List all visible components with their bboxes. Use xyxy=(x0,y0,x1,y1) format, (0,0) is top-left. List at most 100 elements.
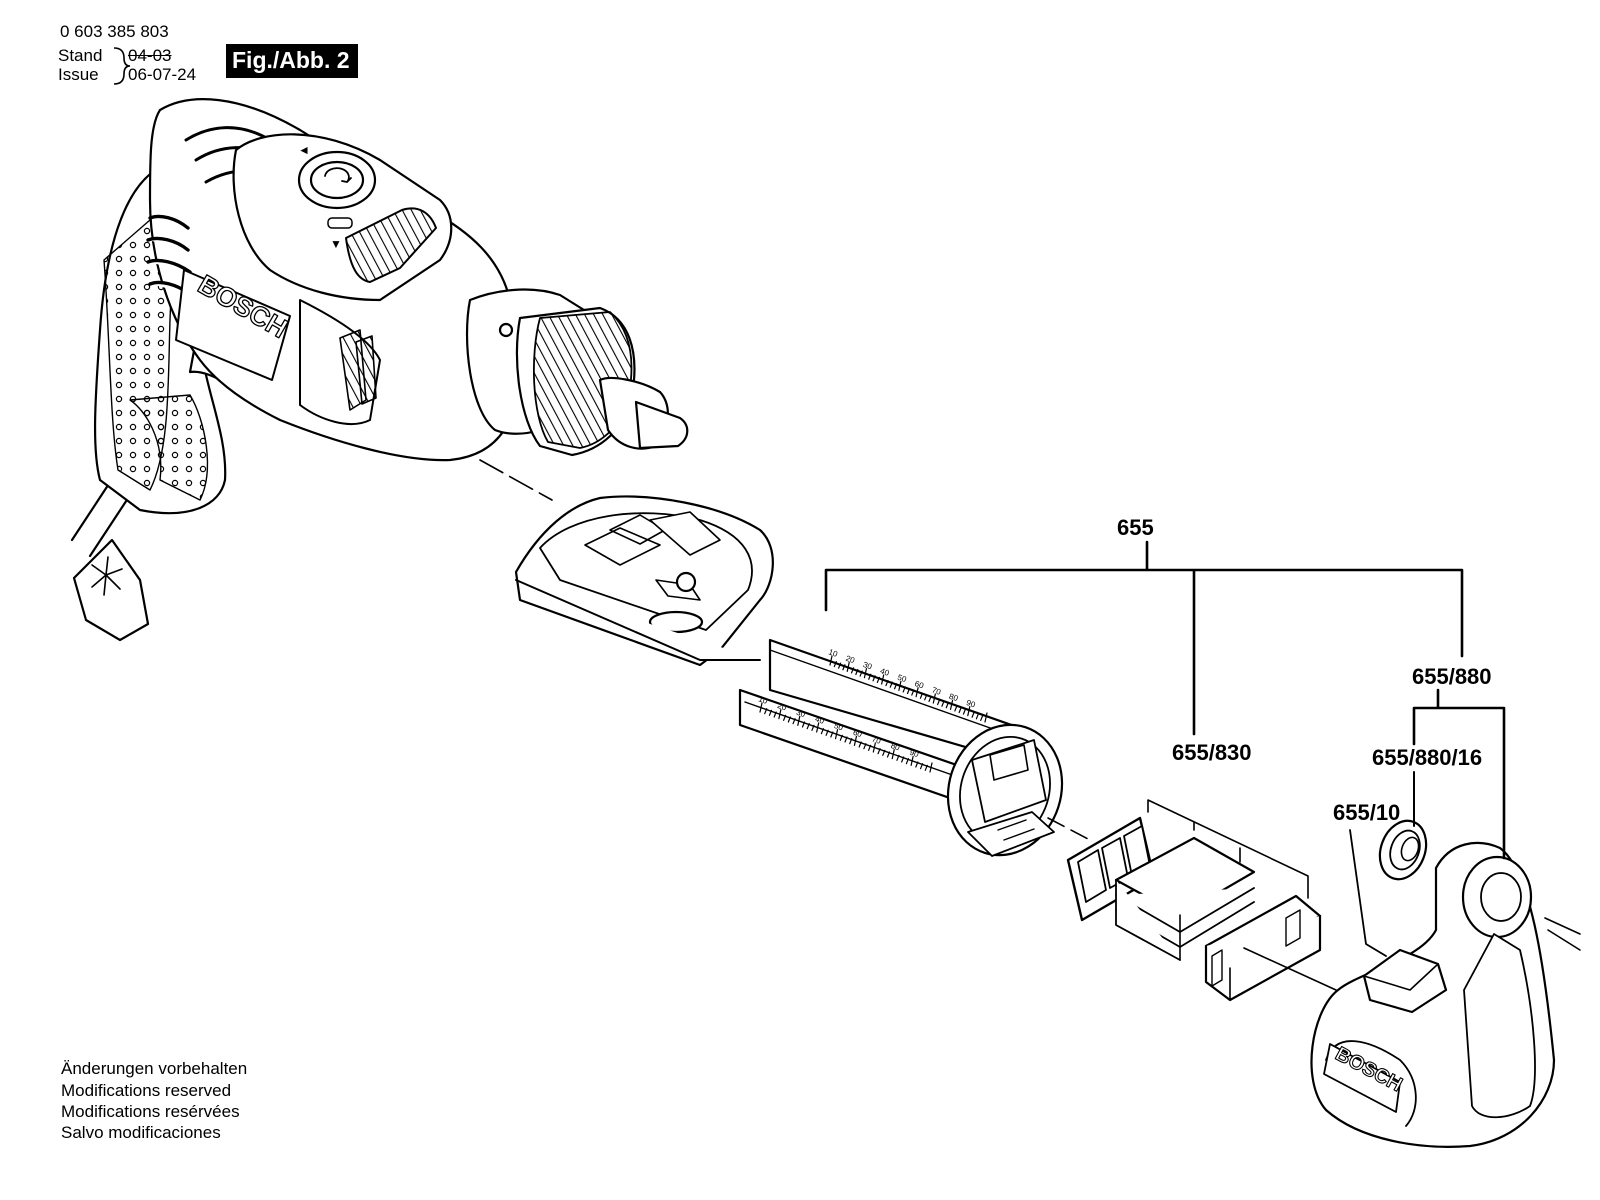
scale-tick xyxy=(902,686,906,693)
scale-tick xyxy=(768,709,773,716)
scale-tick xyxy=(915,687,919,698)
scale-tick xyxy=(801,721,806,728)
scale-tick xyxy=(829,655,833,666)
scale-tick xyxy=(759,702,763,713)
scale-tick xyxy=(833,660,837,668)
scale-tick-label: 40 xyxy=(814,714,826,726)
scale-tick-label: 40 xyxy=(879,666,891,678)
callout-655: 655 xyxy=(1117,515,1154,540)
callout-655-880-16: 655/880/16 xyxy=(1372,745,1483,770)
scale-tick xyxy=(863,668,868,679)
figure-label: Fig./Abb. 2 xyxy=(226,44,358,78)
scale-tick xyxy=(846,661,850,672)
scale-tick xyxy=(868,673,872,680)
filter-pad xyxy=(1114,836,1256,961)
scale-tick xyxy=(949,699,954,710)
scale-tick xyxy=(896,754,900,761)
callout-leaders xyxy=(824,540,1506,957)
scale-tick xyxy=(915,761,919,768)
scale-tick xyxy=(980,714,984,722)
issue-label: Issue xyxy=(58,65,99,84)
scale-tick xyxy=(773,711,777,718)
scale-tick xyxy=(839,734,843,741)
scale-tick xyxy=(816,722,820,733)
impact-drill: ◄ ▼ BOSCH xyxy=(70,98,689,642)
scale-tick-label: 80 xyxy=(890,741,902,753)
scale-tick xyxy=(962,708,967,715)
old-date: 04-03 xyxy=(128,46,172,65)
scale-tick xyxy=(863,743,867,750)
scale-tick xyxy=(853,735,858,746)
svg-text:▼: ▼ xyxy=(330,237,342,251)
scale-tick-label: 60 xyxy=(913,679,925,691)
scale-tick xyxy=(792,718,796,725)
scale-tick-label: 70 xyxy=(931,685,943,697)
scale-tick xyxy=(850,667,855,674)
note-de: Änderungen vorbehalten xyxy=(61,1059,248,1078)
scale-tick xyxy=(945,702,949,709)
scale-tick xyxy=(876,676,880,684)
scale-tick xyxy=(975,713,979,720)
header-brace xyxy=(113,47,131,85)
filter-gasket xyxy=(1066,816,1156,922)
scale-tick xyxy=(885,679,889,687)
scale-tick xyxy=(842,664,846,671)
scale-tick xyxy=(984,712,988,723)
scale-tick-label: 30 xyxy=(862,660,874,672)
scale-tick xyxy=(838,662,842,669)
scale-tick xyxy=(882,749,886,756)
scale-tick xyxy=(830,731,834,738)
scale-tick xyxy=(825,729,829,736)
scale-tick xyxy=(901,756,905,763)
part-number: 0 603 385 803 xyxy=(60,22,169,41)
end-cap: BOSCH xyxy=(1310,841,1581,1148)
scale-tick xyxy=(872,742,876,753)
scale-tick xyxy=(941,700,945,707)
scale-tick-label: 50 xyxy=(833,721,845,733)
scale-tick xyxy=(891,749,895,760)
scale-tick xyxy=(919,692,924,699)
scale-tick xyxy=(937,698,941,706)
scale-tick xyxy=(881,674,885,685)
scale-tick xyxy=(797,715,801,726)
callout-655-830: 655/830 xyxy=(1172,740,1252,765)
scale-tick xyxy=(954,705,958,712)
scale-tick xyxy=(971,711,975,718)
scale-tick xyxy=(783,714,787,721)
scale-tick-label: 70 xyxy=(871,734,883,746)
scale-tick xyxy=(932,693,936,704)
scale-tick xyxy=(820,728,824,735)
scale-tick xyxy=(778,709,782,720)
scale-tick xyxy=(906,687,911,695)
scale-tick xyxy=(858,741,862,748)
scale-tick xyxy=(905,758,909,765)
scale-tick-label: 30 xyxy=(795,708,807,720)
scale-tick xyxy=(898,680,902,691)
scale-tick xyxy=(834,729,839,740)
scale-tick xyxy=(929,762,933,773)
scale-tick xyxy=(886,751,891,758)
scale-tick-label: 20 xyxy=(845,654,857,666)
scale-tick xyxy=(787,716,791,723)
scale-tick xyxy=(889,681,893,688)
scale-tick xyxy=(849,738,853,745)
scale-tick xyxy=(911,689,915,696)
note-fr: Modifications resérvées xyxy=(61,1102,240,1121)
scale-tick xyxy=(811,724,815,731)
scale-tick xyxy=(924,764,928,771)
seal-ring xyxy=(1378,819,1428,881)
scale-tick-label: 10 xyxy=(827,647,839,659)
scale-tick xyxy=(764,708,768,715)
flap xyxy=(1362,948,1448,1014)
issue-date: 06-07-24 xyxy=(128,65,197,84)
scale-tick xyxy=(855,668,859,676)
scale-tick-label: 60 xyxy=(852,728,864,740)
scale-tick xyxy=(910,755,914,766)
scale-tick xyxy=(967,706,971,717)
scale-tick-label: 20 xyxy=(776,701,788,713)
cord-guard xyxy=(72,538,150,642)
scale-tick-label: 10 xyxy=(757,694,769,706)
scale-tick-label: 90 xyxy=(908,748,920,760)
